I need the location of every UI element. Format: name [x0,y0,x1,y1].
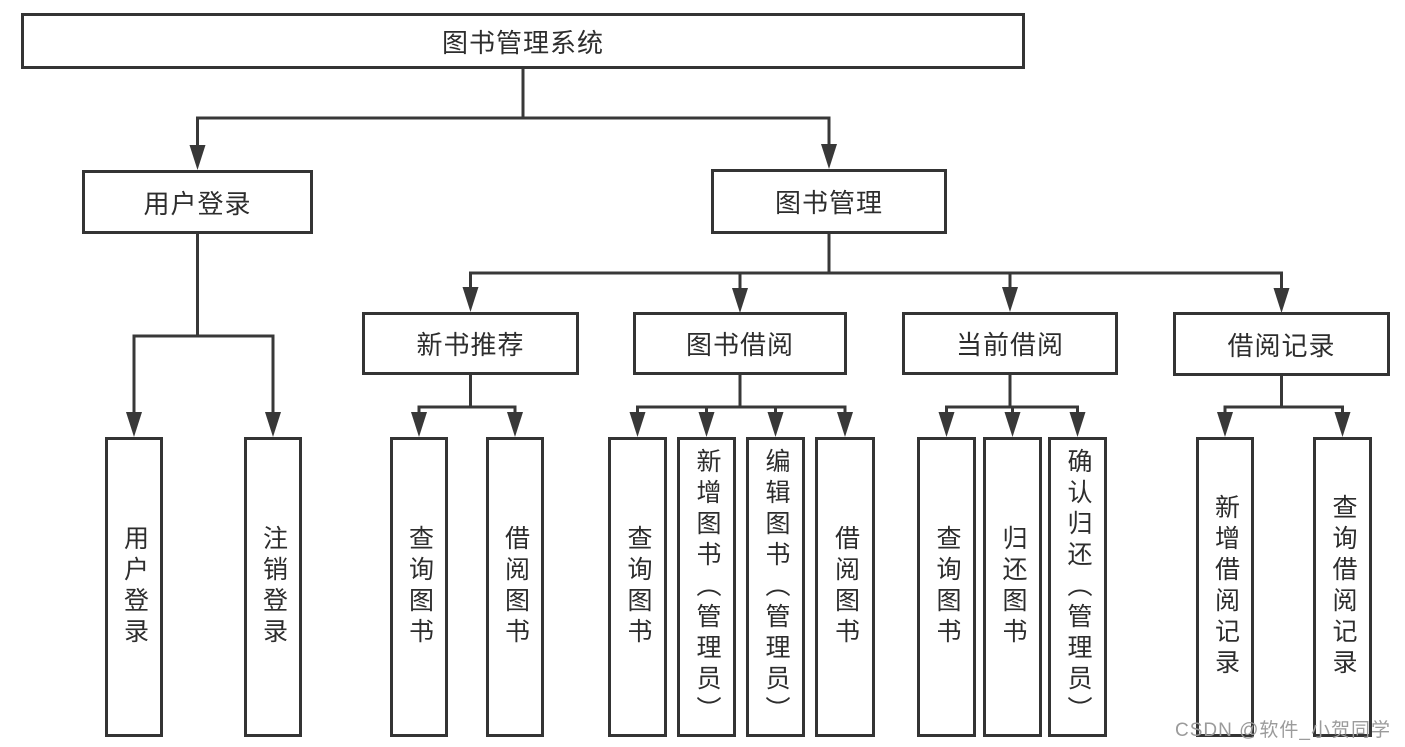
leaf-user-login: 用户登录 [105,437,163,737]
leaf-logout: 注销登录 [244,437,302,737]
leaf-query-books-recommend-label: 查询图书 [405,525,434,649]
leaf-borrow-books-recommend-label: 借阅图书 [501,525,530,649]
leaf-query-books-current: 查询图书 [917,437,976,737]
node-library-system-label: 图书管理系统 [441,27,604,58]
leaf-confirm-return-admin: 确认归还（管理员） [1048,437,1107,737]
leaf-user-login-label: 用户登录 [120,525,149,649]
leaf-query-books-borrow-label: 查询图书 [624,525,652,649]
node-book-management: 图书管理 [711,169,947,234]
leaf-query-books-recommend: 查询图书 [390,437,448,737]
leaf-add-books-admin-label: 新增图书（管理员） [693,447,721,727]
node-book-borrow: 图书借阅 [633,312,847,375]
node-current-borrow-label: 当前借阅 [955,330,1064,360]
node-new-book-recommend-label: 新书推荐 [416,330,525,360]
leaf-query-borrow-record: 查询借阅记录 [1313,437,1372,737]
leaf-borrow-books-label: 借阅图书 [831,525,860,649]
node-borrow-records: 借阅记录 [1173,312,1390,376]
leaf-return-books-label: 归还图书 [999,525,1027,649]
leaf-add-books-admin: 新增图书（管理员） [677,437,736,737]
leaf-add-borrow-record: 新增借阅记录 [1196,437,1254,737]
node-user-login: 用户登录 [82,170,313,234]
leaf-return-books: 归还图书 [983,437,1042,737]
node-library-system: 图书管理系统 [21,13,1025,69]
node-user-login-label: 用户登录 [143,188,252,219]
node-book-management-label: 图书管理 [774,188,883,218]
leaf-query-books-current-label: 查询图书 [933,525,961,649]
leaf-edit-books-admin-label: 编辑图书（管理员） [762,447,790,727]
leaf-borrow-books: 借阅图书 [815,437,875,737]
arrowheads [126,144,1351,437]
node-current-borrow: 当前借阅 [902,312,1118,375]
leaf-query-books-borrow: 查询图书 [608,437,667,737]
leaf-logout-label: 注销登录 [259,525,288,649]
leaf-edit-books-admin: 编辑图书（管理员） [746,437,805,737]
node-borrow-records-label: 借阅记录 [1227,330,1336,361]
leaf-confirm-return-admin-label: 确认归还（管理员） [1064,447,1092,727]
leaf-borrow-books-recommend: 借阅图书 [486,437,544,737]
leaf-query-borrow-record-label: 查询借阅记录 [1329,494,1357,680]
node-book-borrow-label: 图书借阅 [685,330,794,360]
node-new-book-recommend: 新书推荐 [362,312,579,375]
watermark: CSDN @软件_小贺同学 [1175,720,1391,741]
leaf-add-borrow-record-label: 新增借阅记录 [1211,494,1240,680]
